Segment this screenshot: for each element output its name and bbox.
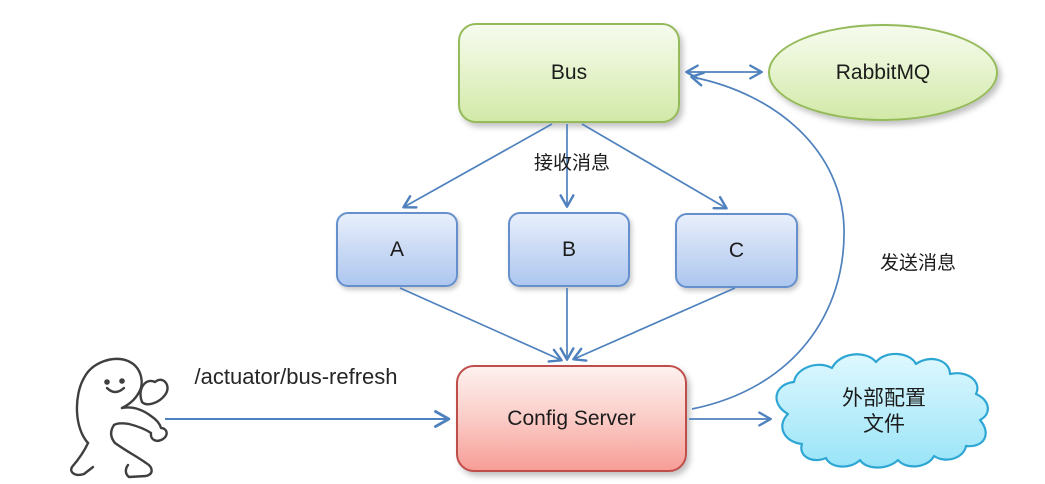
node-service-a: A bbox=[336, 212, 458, 287]
node-service-b: B bbox=[508, 212, 630, 287]
label-receive-message: 接收消息 bbox=[533, 153, 610, 174]
rabbitmq-label: RabbitMQ bbox=[835, 60, 931, 84]
config-server-label: Config Server bbox=[507, 406, 636, 430]
label-refresh-endpoint: /actuator/bus-refresh bbox=[194, 364, 398, 389]
person-front-leg bbox=[113, 441, 153, 479]
node-bus: Bus bbox=[458, 23, 680, 123]
person-body bbox=[75, 357, 143, 445]
person-eye-right bbox=[119, 378, 125, 384]
node-rabbitmq: RabbitMQ bbox=[768, 24, 998, 121]
person-torso-front bbox=[109, 423, 117, 445]
person-eye-left bbox=[104, 379, 110, 385]
node-service-c: C bbox=[675, 213, 798, 288]
person-arm bbox=[112, 406, 168, 442]
person-back-leg bbox=[70, 441, 95, 477]
bus-label: Bus bbox=[550, 61, 588, 84]
node-config-server: Config Server bbox=[456, 365, 687, 472]
label-send-message: 发送消息 bbox=[879, 253, 956, 274]
service-b-label: B bbox=[561, 237, 576, 261]
arrow-c-config bbox=[572, 287, 736, 362]
service-a-label: A bbox=[389, 237, 404, 261]
arrow-a-config bbox=[399, 287, 563, 363]
external-config-label: 外部配置 文件 bbox=[842, 387, 926, 436]
service-c-label: C bbox=[728, 238, 745, 262]
person-smile bbox=[105, 386, 126, 394]
